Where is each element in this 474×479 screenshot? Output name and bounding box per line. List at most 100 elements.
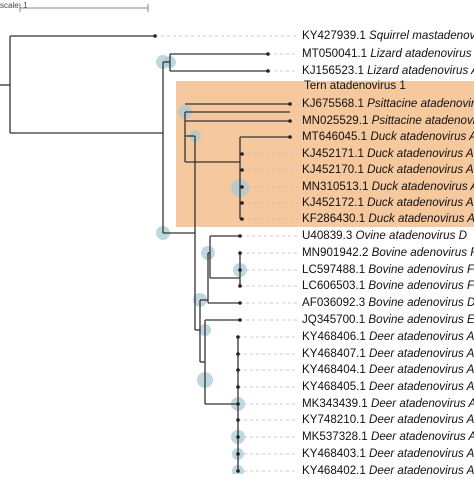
leaf-accession: U40839.3 [302,229,356,242]
tip-node [240,152,244,156]
tip-node [236,368,240,372]
leaf-species: Duck atadenovirus A [367,147,474,160]
leaf-species: Bovine adenovirus F [368,279,474,292]
tip-node [288,135,292,139]
leaf-species: Psittacine atadenovirus [371,114,474,127]
tip-node [238,251,242,255]
leaf-species: Lizard atadenovirus A [367,64,474,77]
tip-node [153,34,157,38]
tip-node [288,119,292,123]
tip-node [266,52,270,56]
leaf-label: KY468402.1 Deer atadenovirus A [302,463,474,479]
leaf-label: KY427939.1 Squirrel mastadenovirus [302,28,474,44]
leaf-species: Deer atadenovirus A [369,413,474,426]
tip-node [236,452,240,456]
leaf-species: Deer atadenovirus A [369,447,474,460]
leaf-label: KF286430.1 Duck atadenovirus A [302,211,474,227]
leaf-species: Deer atadenovirus A [369,464,474,477]
tip-node [236,335,240,339]
leaf-label: KY468405.1 Deer atadenovirus A [302,379,474,395]
leaf-species: Deer atadenovirus A [369,330,474,343]
highlighted-clade-title: Tern atadenovirus 1 [304,79,406,92]
leaf-label: MN310513.1 Duck atadenovirus A [302,179,474,195]
leaf-accession: KY468407.1 [302,347,370,360]
leaf-species: Lizard atadenovirus E [370,47,474,60]
leaf-species: Squirrel mastadenovirus [369,29,474,42]
leaf-accession: KY468404.1 [302,363,370,376]
leaf-species: Deer atadenovirus A [370,397,474,410]
leaf-accession: KF286430.1 [302,212,369,225]
leaf-label: KJ675568.1 Psittacine atadenovirus [302,96,474,112]
leaf-accession: KJ452170.1 [302,163,368,176]
leaf-label: LC606503.1 Bovine adenovirus F [302,278,474,294]
leaf-label: AF036092.3 Bovine adenovirus D [302,295,474,311]
tip-node [266,69,270,73]
tip-node [238,268,242,272]
leaf-label: KJ452172.1 Duck atadenovirus A [302,195,474,211]
leaf-accession: MK343439.1 [302,397,371,410]
tip-node [240,185,244,189]
leaf-species: Bovine adenovirus F [368,263,474,276]
leaf-label: KY468406.1 Deer atadenovirus A [302,329,474,345]
leaf-species: Duck atadenovirus A [367,163,474,176]
leaf-accession: LC597488.1 [302,263,369,276]
leaf-label: KY748210.1 Deer atadenovirus A [302,412,474,428]
leaf-accession: MT050041.1 [302,47,371,60]
leaf-label: MT646045.1 Duck atadenovirus A [302,129,474,145]
tip-node [236,352,240,356]
leaf-species: Psittacine atadenovirus [367,97,474,110]
leaf-label: KY468403.1 Deer atadenovirus A [302,446,474,462]
tip-node [238,301,242,305]
leaf-accession: MK537328.1 [302,430,371,443]
leaf-species: Deer atadenovirus A [370,430,474,443]
leaf-species: Duck atadenovirus A [368,212,474,225]
leaf-label: JQ345700.1 Bovine adenovirus E [302,312,474,328]
leaf-accession: KY468403.1 [302,447,370,460]
leaf-label: U40839.3 Ovine atadenovirus D [302,228,467,244]
leaf-label: KY468407.1 Deer atadenovirus A [302,346,474,362]
leaf-accession: KJ452172.1 [302,196,368,209]
tip-node [240,201,244,205]
tip-node [238,318,242,322]
leaf-label: MK537328.1 Deer atadenovirus A [302,429,474,445]
leaf-accession: MN310513.1 [302,180,372,193]
leaf-label: MT050041.1 Lizard atadenovirus E [302,46,474,62]
leaf-species: Duck atadenovirus A [371,180,474,193]
leaf-label: LC597488.1 Bovine adenovirus F [302,262,474,278]
tip-node [236,435,240,439]
leaf-accession: KY427939.1 [302,29,370,42]
leaf-label: KJ452170.1 Duck atadenovirus A [302,162,474,178]
tip-node [236,418,240,422]
tip-node [238,284,242,288]
leaf-accession: MN901942.2 [302,246,372,259]
leaf-species: Deer atadenovirus A [369,363,474,376]
leaf-accession: AF036092.3 [302,296,369,309]
leaf-label: MK343439.1 Deer atadenovirus A [302,396,474,412]
leaf-accession: KJ452171.1 [302,147,368,160]
tip-node [240,217,244,221]
leaf-accession: MT646045.1 [302,130,371,143]
tip-node [236,402,240,406]
leaf-label: KJ156523.1 Lizard atadenovirus A [302,63,474,79]
leaf-species: Bovine adenovirus F [371,246,474,259]
leaf-label: MN025529.1 Psittacine atadenovirus [302,113,474,129]
leaf-label: KJ452171.1 Duck atadenovirus A [302,146,474,162]
tip-node [236,469,240,473]
highlighted-clade-box [176,81,474,227]
leaf-label: MN901942.2 Bovine adenovirus F [302,245,474,261]
tip-node [288,102,292,106]
leaf-accession: KJ675568.1 [302,97,368,110]
leaf-species: Deer atadenovirus A [369,347,474,360]
scale-label: scale: 1 [0,1,28,10]
leaf-species: Deer atadenovirus A [369,380,474,393]
leaf-accession: KY468405.1 [302,380,370,393]
leaf-accession: MN025529.1 [302,114,372,127]
leaf-accession: LC606503.1 [302,279,369,292]
leaf-accession: KY468402.1 [302,464,370,477]
leaf-species: Duck atadenovirus A [367,196,474,209]
tip-node [238,234,242,238]
leaf-species: Bovine adenovirus E [368,313,474,326]
leaf-accession: KJ156523.1 [302,64,368,77]
leaf-accession: JQ345700.1 [302,313,369,326]
